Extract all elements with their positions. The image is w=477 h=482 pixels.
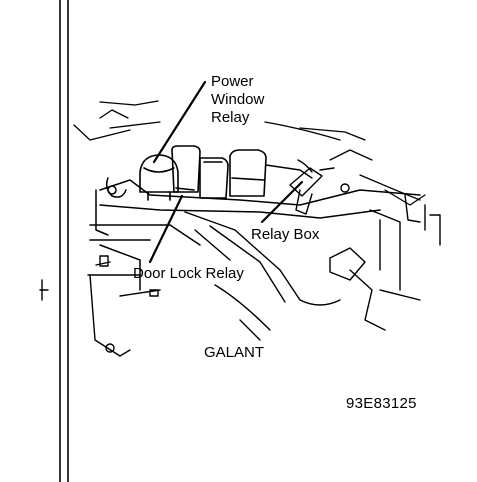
right-structure bbox=[299, 194, 441, 331]
steering-column bbox=[184, 211, 301, 341]
relay-1 bbox=[139, 154, 179, 201]
relay-box-connector bbox=[265, 159, 350, 215]
relay-3 bbox=[199, 157, 229, 199]
model-label: GALANT bbox=[204, 344, 265, 361]
figure-reference: 93E83125 bbox=[346, 395, 417, 412]
door-lock-relay-label: Door Lock Relay bbox=[133, 265, 244, 282]
lower-left-panel bbox=[39, 255, 161, 357]
power-window-label-line2: Window bbox=[211, 91, 265, 108]
power-window-label-line1: Power bbox=[211, 73, 254, 90]
power-window-relay-label: Power Window Relay bbox=[211, 73, 264, 127]
relay-2 bbox=[171, 145, 201, 193]
relay-4 bbox=[229, 149, 267, 197]
door-lock-relay-leader bbox=[148, 194, 184, 264]
a-pillar-trim bbox=[59, 0, 69, 482]
relay-box-label: Relay Box bbox=[251, 226, 320, 243]
relay-box-leader bbox=[260, 180, 304, 224]
power-window-label-line3: Relay bbox=[211, 109, 250, 126]
power-window-relay-leader bbox=[152, 80, 207, 164]
dashboard-upper-outline bbox=[73, 100, 426, 206]
mounting-bracket bbox=[89, 177, 421, 291]
